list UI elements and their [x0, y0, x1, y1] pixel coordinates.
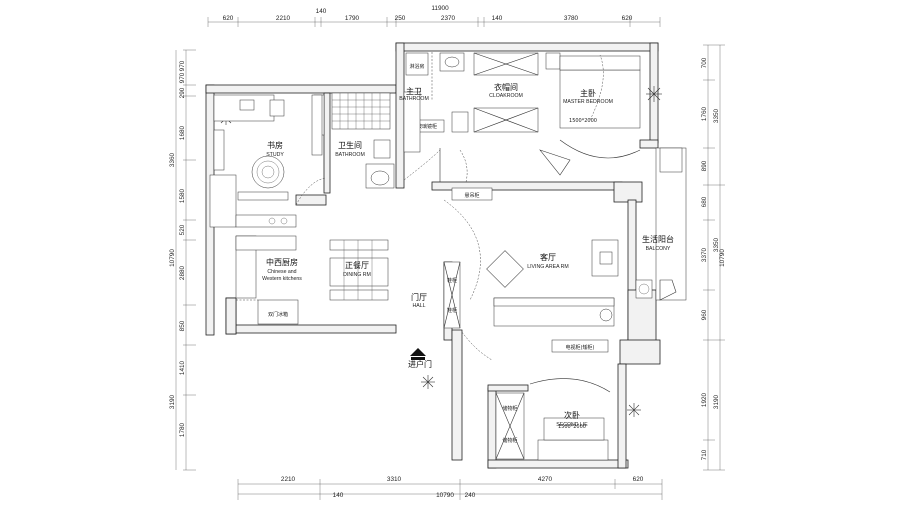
dim-right-6: 1920: [701, 392, 708, 407]
fridge-label: 双门冰箱: [268, 311, 288, 318]
kitchen-furniture: 双门冰箱: [235, 235, 299, 325]
dim-left-4: 1580: [179, 188, 186, 203]
plant-icon-master: [646, 86, 662, 102]
dim-left-3: 1680: [179, 125, 186, 140]
dim-top-2: 140: [316, 8, 327, 15]
dim-right-2: 890: [701, 160, 708, 171]
shower-label: 淋浴房: [409, 63, 424, 70]
master-bath-label-en: BATHROOM: [399, 96, 429, 102]
plant-icon-entrance: [421, 375, 435, 389]
kitchen-label-en1: Chinese and: [267, 269, 296, 275]
entrance-label: 进户门: [408, 359, 432, 369]
dim-right-outer-3: 3190: [713, 394, 720, 409]
dim-right-4: 3370: [701, 247, 708, 262]
bathroom-label: 卫生间: [338, 140, 362, 150]
kitchen-label-en2: Western kitchens: [262, 276, 302, 282]
hang-cabinet-label: 悬吊柜: [464, 192, 479, 199]
dim-left-8: 1410: [179, 360, 186, 375]
dim-top-6: 140: [492, 15, 503, 22]
cloakroom-label-en: CLOAKROOM: [489, 93, 523, 99]
shoe-cabinet-label-2: 鞋柜: [447, 307, 457, 314]
dim-left-5: 520: [179, 224, 186, 235]
dim-top-4: 250: [395, 15, 406, 22]
balcony-label-en: BALCONY: [646, 246, 671, 252]
dim-left-mid-0: 3360: [169, 152, 176, 167]
dim-bottom-5: 10790: [436, 492, 454, 499]
top-dimension-chain: 11900 620 2210 140 1790 250 2370 140 378…: [207, 5, 661, 27]
dim-right-outer-2: 10790: [719, 249, 726, 267]
study-furniture: [209, 94, 297, 228]
dim-left-6: 2880: [179, 265, 186, 280]
dining-label-en: DINING RM: [343, 272, 371, 278]
dim-top-3: 1790: [345, 15, 360, 22]
room-labels: 主卫 BATHROOM 衣帽间 CLOAKROOM 主卧 MASTER BEDR…: [262, 82, 674, 428]
master-bed-size: 1500*2000: [569, 118, 597, 124]
dim-left-mid-2: 3190: [169, 394, 176, 409]
dim-left-7: 850: [179, 320, 186, 331]
dim-right-7: 710: [701, 449, 708, 460]
study-label: 书房: [267, 140, 283, 150]
master-bedroom-label: 主卧: [580, 88, 596, 98]
second-bedroom-furniture: 储物柜 储物柜 1500*2000: [495, 378, 611, 461]
dim-bottom-2: 4270: [538, 476, 553, 483]
dim-top-overall: 11900: [431, 5, 449, 12]
dim-right-3: 680: [701, 196, 708, 207]
dim-left-9: 1780: [179, 422, 186, 437]
second-bed-size: 1500*2000: [558, 424, 586, 430]
dim-bottom-1: 3310: [387, 476, 402, 483]
dining-label: 正餐厅: [345, 261, 369, 270]
wash-cabinet-label: 玻璃镜柜: [417, 123, 437, 130]
left-dimension-chain: 970 970 290 1680 1580 520 2880 850 1410 …: [169, 49, 196, 471]
right-dimension-chain: 700 1760 890 680 3370 960 1920 710 3350 …: [701, 44, 726, 471]
dim-top-7: 3780: [564, 15, 579, 22]
dim-top-1: 2210: [276, 15, 291, 22]
master-bed: 1500*2000: [539, 55, 641, 176]
door-swings: [295, 54, 604, 206]
balcony-fixtures: [635, 279, 677, 301]
dim-bottom-0: 2210: [281, 476, 296, 483]
dim-top-5: 2370: [441, 15, 456, 22]
living-label: 客厅: [540, 252, 556, 262]
dim-right-outer-0: 3350: [713, 108, 720, 123]
second-bedroom-label: 次卧: [564, 410, 580, 420]
balcony-label: 生活阳台: [642, 234, 674, 244]
storage-label-1: 储物柜: [502, 405, 517, 412]
second-bedroom-label-en: SECOND LIE: [556, 422, 588, 428]
living-label-en: LIVING AREA RM: [527, 264, 569, 270]
dim-bottom-4: 140: [333, 492, 344, 499]
storage-label-2: 储物柜: [502, 437, 517, 444]
dim-right-outer-1: 3350: [713, 237, 720, 252]
bottom-dimension-chain: 2210 3310 4270 620 140 10790 240: [237, 476, 663, 500]
dim-left-0: 970: [179, 60, 186, 71]
dining-furniture: [311, 91, 421, 301]
cloakroom-fixtures: [473, 52, 561, 133]
dim-top-8: 620: [622, 15, 633, 22]
dim-top-0: 620: [223, 15, 234, 22]
kitchen-label: 中西厨房: [266, 257, 298, 267]
dim-left-2: 290: [179, 87, 186, 98]
hall-label-en: HALL: [413, 303, 426, 309]
hall-cabinets: 鞋柜 鞋柜 悬吊柜: [443, 187, 493, 361]
dim-right-0: 700: [701, 57, 708, 68]
dim-left-mid-1: 10790: [169, 249, 176, 267]
dim-right-5: 960: [701, 309, 708, 320]
entrance-arrow-icon: [410, 348, 426, 360]
study-label-en: STUDY: [266, 152, 284, 158]
master-bath-label: 主卫: [406, 86, 422, 96]
master-bedroom-label-en: MASTER BEDROOM: [563, 99, 613, 105]
bathroom-label-en: BATHROOM: [335, 152, 365, 158]
dim-right-1: 1760: [701, 106, 708, 121]
living-furniture: 电视柜(矮柜): [486, 239, 619, 353]
hall-label: 门厅: [411, 292, 427, 302]
tv-cabinet-label: 电视柜(矮柜): [566, 344, 595, 351]
shoe-cabinet-label-1: 鞋柜: [447, 277, 457, 284]
cloakroom-label: 衣帽间: [494, 82, 518, 92]
walls: [205, 42, 687, 469]
dim-bottom-6: 240: [465, 492, 476, 499]
dim-bottom-3: 620: [633, 476, 644, 483]
dim-left-1: 970: [179, 72, 186, 83]
plant-icon-second: [627, 403, 641, 417]
